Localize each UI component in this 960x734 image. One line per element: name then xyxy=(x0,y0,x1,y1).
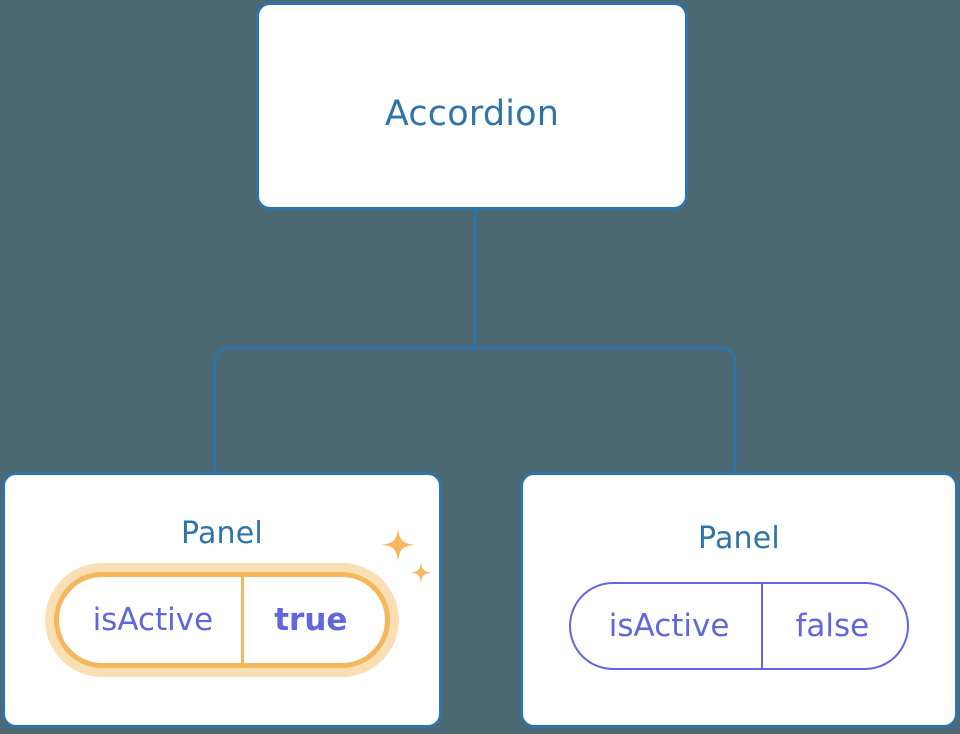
prop-value: true xyxy=(241,577,385,663)
panel-inactive-content: Panel isActive false xyxy=(523,520,955,670)
panel-active-content: Panel isActive true xyxy=(5,515,439,668)
connector-branch-left xyxy=(213,346,475,472)
node-panel-inactive[interactable]: Panel isActive false xyxy=(520,472,958,728)
prop-key: isActive xyxy=(92,602,214,638)
sparkles-group xyxy=(381,528,433,584)
node-panel-active[interactable]: Panel isActive true xyxy=(2,472,442,728)
node-accordion-title: Accordion xyxy=(384,94,560,134)
node-panel-inactive-title: Panel xyxy=(698,521,780,556)
connector-branch-right xyxy=(475,346,737,472)
node-accordion[interactable]: Accordion xyxy=(256,2,688,210)
node-panel-active-title: Panel xyxy=(181,516,263,551)
prop-value: false xyxy=(761,584,907,668)
prop-pill-isactive-false[interactable]: isActive false xyxy=(568,582,910,670)
prop-pill-wrapper-active: isActive true xyxy=(53,528,433,668)
sparkle-icon xyxy=(381,528,416,562)
prop-pill-isactive-true[interactable]: isActive true xyxy=(53,572,391,668)
sparkle-small-icon xyxy=(410,562,433,584)
prop-pill-wrapper-inactive: isActive false xyxy=(568,582,910,670)
prop-key: isActive xyxy=(608,608,730,644)
